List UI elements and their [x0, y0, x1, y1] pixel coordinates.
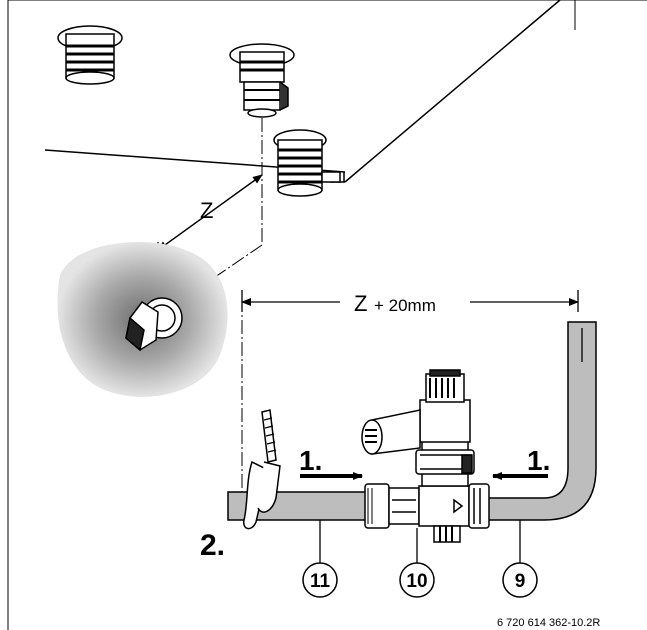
valve-assembly	[361, 369, 490, 543]
pipe-cutter-tool	[243, 409, 281, 530]
callout-11-label: 11	[310, 571, 331, 592]
dimension-z-bottom-suffix: + 20mm	[374, 296, 436, 315]
dimension-z-top-label: Z	[200, 198, 213, 223]
step1-left-label: 1.	[299, 445, 322, 476]
wall-fitting	[125, 297, 183, 352]
step1-right-label: 1.	[527, 445, 550, 476]
pipe-bend	[479, 321, 597, 521]
connector-middle	[229, 43, 295, 118]
connector-right	[273, 129, 341, 197]
callout-9: 9	[502, 562, 538, 598]
connector-left	[57, 25, 123, 85]
dimension-z-bottom-label: Z	[354, 291, 367, 316]
dimension-z20	[241, 290, 579, 312]
callout-10: 10	[399, 562, 435, 598]
figure-code: 6 720 614 362-10.2R	[497, 617, 600, 629]
step2-label: 2.	[200, 529, 225, 562]
callout-11: 11	[302, 562, 338, 598]
callout-9-label: 9	[515, 571, 526, 592]
callout-10-label: 10	[406, 571, 427, 592]
callout-leaders	[319, 520, 521, 563]
center-lines	[154, 118, 263, 520]
